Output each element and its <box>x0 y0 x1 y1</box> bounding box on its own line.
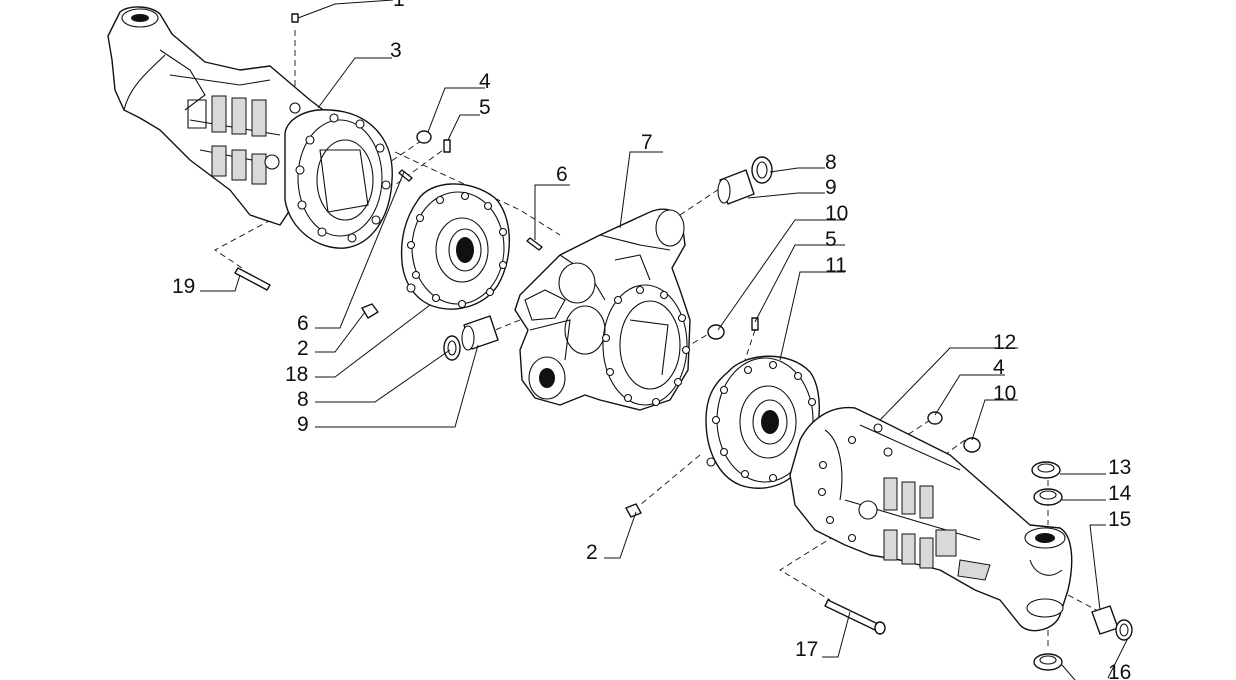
callout-6: 6 <box>556 163 568 186</box>
callout-6: 6 <box>297 312 309 335</box>
callout-9: 9 <box>825 176 837 199</box>
callout-13: 13 <box>1108 456 1131 479</box>
callout-15: 15 <box>1108 508 1131 531</box>
callout-5: 5 <box>825 228 837 251</box>
callout-8: 8 <box>297 388 309 411</box>
callout-11: 11 <box>825 254 847 277</box>
callout-labels: 1 3 4 5 7 6 8 9 10 5 11 19 6 2 18 8 9 12… <box>172 0 1132 680</box>
right-flange <box>706 356 819 488</box>
left-flange <box>402 184 510 309</box>
callout-2: 2 <box>586 541 598 564</box>
callout-12: 12 <box>993 331 1016 354</box>
callout-17: 17 <box>795 638 818 661</box>
callout-9: 9 <box>297 413 309 436</box>
callout-5: 5 <box>479 96 491 119</box>
callout-7: 7 <box>641 131 653 154</box>
callout-4: 4 <box>993 356 1005 379</box>
callout-19: 19 <box>172 275 195 298</box>
callout-2: 2 <box>297 337 309 360</box>
left-axle-housing <box>108 7 392 248</box>
callout-16: 16 <box>1108 661 1131 680</box>
callout-3: 3 <box>390 39 402 62</box>
callout-1: 1 <box>393 0 405 11</box>
right-axle-housing <box>790 408 1072 631</box>
callout-18: 18 <box>285 363 308 386</box>
callout-10: 10 <box>825 202 848 225</box>
callout-14: 14 <box>1108 482 1132 505</box>
callout-4: 4 <box>479 70 491 93</box>
leader-lines <box>200 0 1128 680</box>
small-parts <box>235 14 1132 670</box>
central-housing <box>515 209 690 410</box>
callout-8: 8 <box>825 151 837 174</box>
callout-10: 10 <box>993 382 1016 405</box>
